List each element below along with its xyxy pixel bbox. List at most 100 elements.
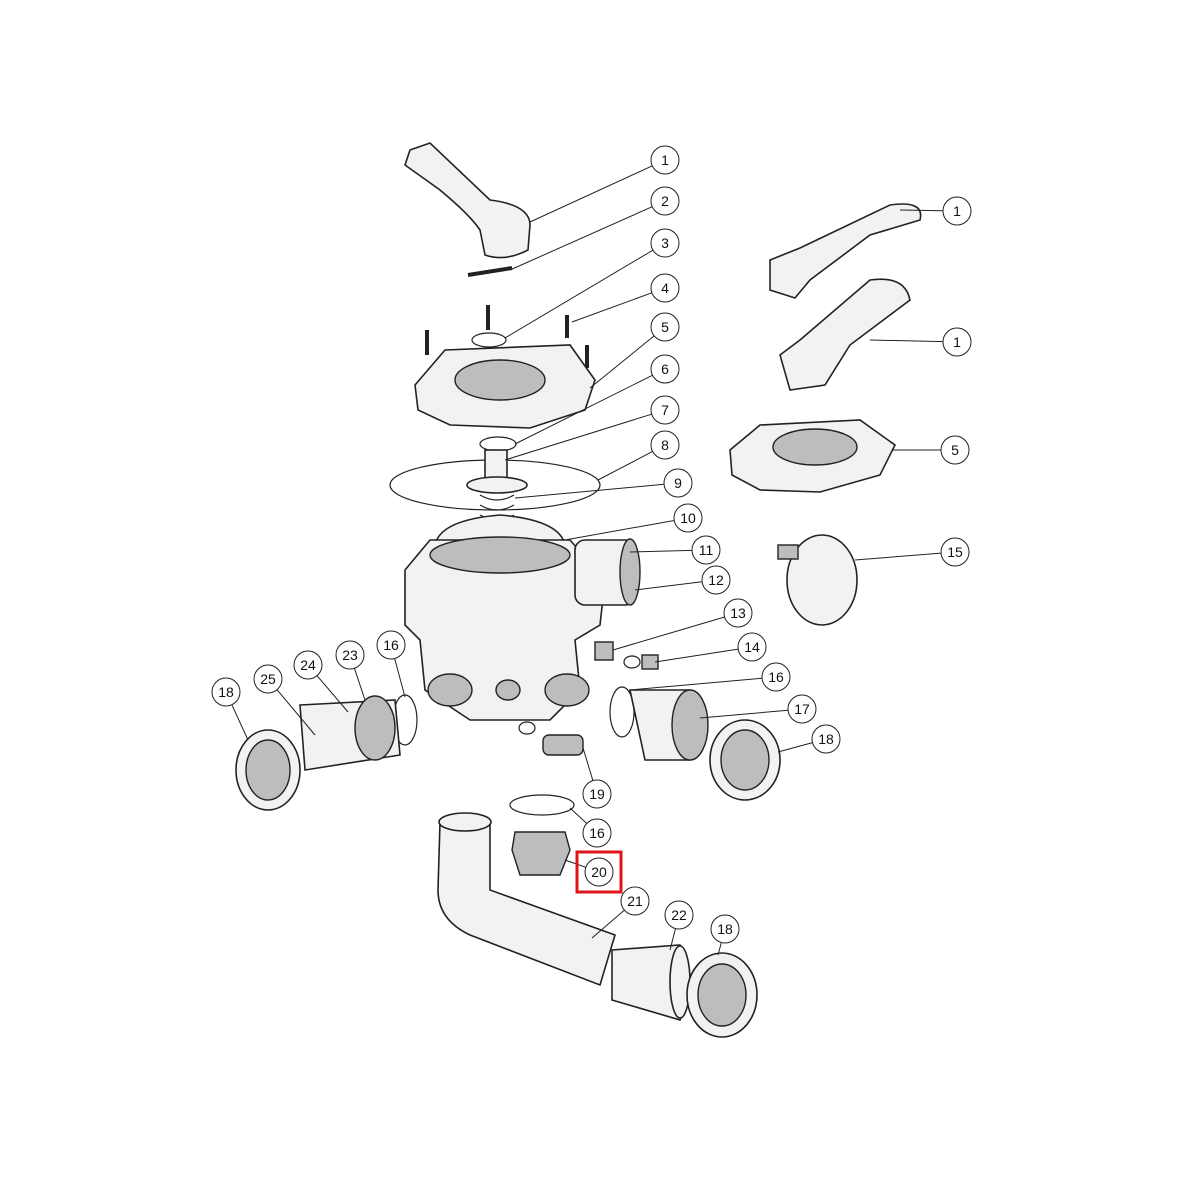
- callout-16: 16: [376, 630, 406, 660]
- callout-label: 8: [661, 437, 669, 453]
- callout-circle: [376, 630, 406, 660]
- callout-5: 5: [650, 312, 680, 342]
- callout-label: 9: [674, 475, 682, 491]
- pin-part: [467, 266, 513, 277]
- callout-circle: [650, 186, 680, 216]
- callout-11: 11: [691, 535, 721, 565]
- callout-label: 7: [661, 402, 669, 418]
- leader-line: [514, 374, 653, 445]
- leader-line: [569, 807, 588, 824]
- leader-line: [591, 909, 625, 939]
- callout-label: 12: [708, 572, 724, 588]
- callout-circle: [723, 598, 753, 628]
- callout-circle: [787, 694, 817, 724]
- callout-24: 24: [293, 650, 323, 680]
- callout-2: 2: [650, 186, 680, 216]
- callout-label: 17: [794, 701, 810, 717]
- callout-18: 18: [710, 914, 740, 944]
- callout-circle: [940, 435, 970, 465]
- callout-circle: [942, 327, 972, 357]
- callout-circle: [582, 779, 612, 809]
- callout-23: 23: [335, 640, 365, 670]
- callout-label: 20: [591, 864, 607, 880]
- callout-label: 25: [260, 671, 276, 687]
- leader-line: [394, 658, 406, 698]
- leader-line: [589, 335, 655, 389]
- callout-label: 10: [680, 510, 696, 526]
- callout-circle: [701, 565, 731, 595]
- callout-4: 4: [650, 273, 680, 303]
- callout-1: 1: [650, 145, 680, 175]
- callout-label: 5: [661, 319, 669, 335]
- callout-circle: [942, 196, 972, 226]
- callout-7: 7: [650, 395, 680, 425]
- callout-label: 16: [589, 825, 605, 841]
- callout-circle: [253, 664, 283, 694]
- callout-circle: [650, 228, 680, 258]
- callout-label: 11: [699, 542, 714, 558]
- callout-18: 18: [811, 724, 841, 754]
- callout-13: 13: [723, 598, 753, 628]
- callout-circle: [691, 535, 721, 565]
- adapter-part: [511, 831, 571, 876]
- callout-circle: [211, 677, 241, 707]
- callout-circle: [663, 468, 693, 498]
- callout-circle: [620, 886, 650, 916]
- leader-line: [629, 549, 693, 553]
- leader-line: [654, 648, 739, 663]
- leader-line: [854, 552, 942, 561]
- leader-line: [717, 942, 722, 956]
- callout-label: 5: [951, 442, 959, 458]
- callout-label: 16: [383, 637, 399, 653]
- leader-line: [564, 859, 586, 868]
- callout-label: 18: [818, 731, 834, 747]
- oring-part: [471, 332, 507, 348]
- leader-line: [504, 249, 654, 339]
- callout-label: 18: [218, 684, 234, 700]
- gauge-part: [786, 534, 858, 626]
- leader-line: [529, 165, 653, 223]
- leader-line: [612, 616, 725, 651]
- callout-5: 5: [940, 435, 970, 465]
- leader-line: [777, 742, 813, 753]
- callout-14: 14: [737, 632, 767, 662]
- callout-circle: [650, 145, 680, 175]
- leader-line: [276, 689, 316, 736]
- callout-9: 9: [663, 468, 693, 498]
- callout-19: 19: [582, 779, 612, 809]
- leader-line: [699, 709, 789, 719]
- callout-label: 13: [730, 605, 746, 621]
- callout-circle: [710, 914, 740, 944]
- leader-line: [509, 206, 653, 271]
- callout-circle: [335, 640, 365, 670]
- callout-circle: [650, 273, 680, 303]
- callout-circle: [650, 430, 680, 460]
- callout-circle: [761, 662, 791, 692]
- callout-label: 1: [661, 152, 669, 168]
- callout-label: 23: [342, 647, 358, 663]
- callout-label: 21: [627, 893, 643, 909]
- callout-17: 17: [787, 694, 817, 724]
- callout-8: 8: [650, 430, 680, 460]
- callout-label: 2: [661, 193, 669, 209]
- callout-circle: [584, 857, 614, 887]
- callout-circle: [582, 818, 612, 848]
- callout-1: 1: [942, 196, 972, 226]
- callout-circle: [940, 537, 970, 567]
- callout-16: 16: [582, 818, 612, 848]
- callout-6: 6: [650, 354, 680, 384]
- callout-circle: [664, 900, 694, 930]
- callout-circle: [293, 650, 323, 680]
- callout-circle: [650, 312, 680, 342]
- handle-part: [404, 142, 531, 259]
- callout-label: 24: [300, 657, 316, 673]
- leader-line: [564, 519, 675, 541]
- callout-circle: [673, 503, 703, 533]
- callout-16: 16: [761, 662, 791, 692]
- callouts: 1234567891011121314161718191620212218182…: [211, 145, 972, 944]
- highlight-box: [575, 850, 623, 894]
- callout-25: 25: [253, 664, 283, 694]
- leader-line: [629, 677, 763, 691]
- callout-label: 15: [947, 544, 963, 560]
